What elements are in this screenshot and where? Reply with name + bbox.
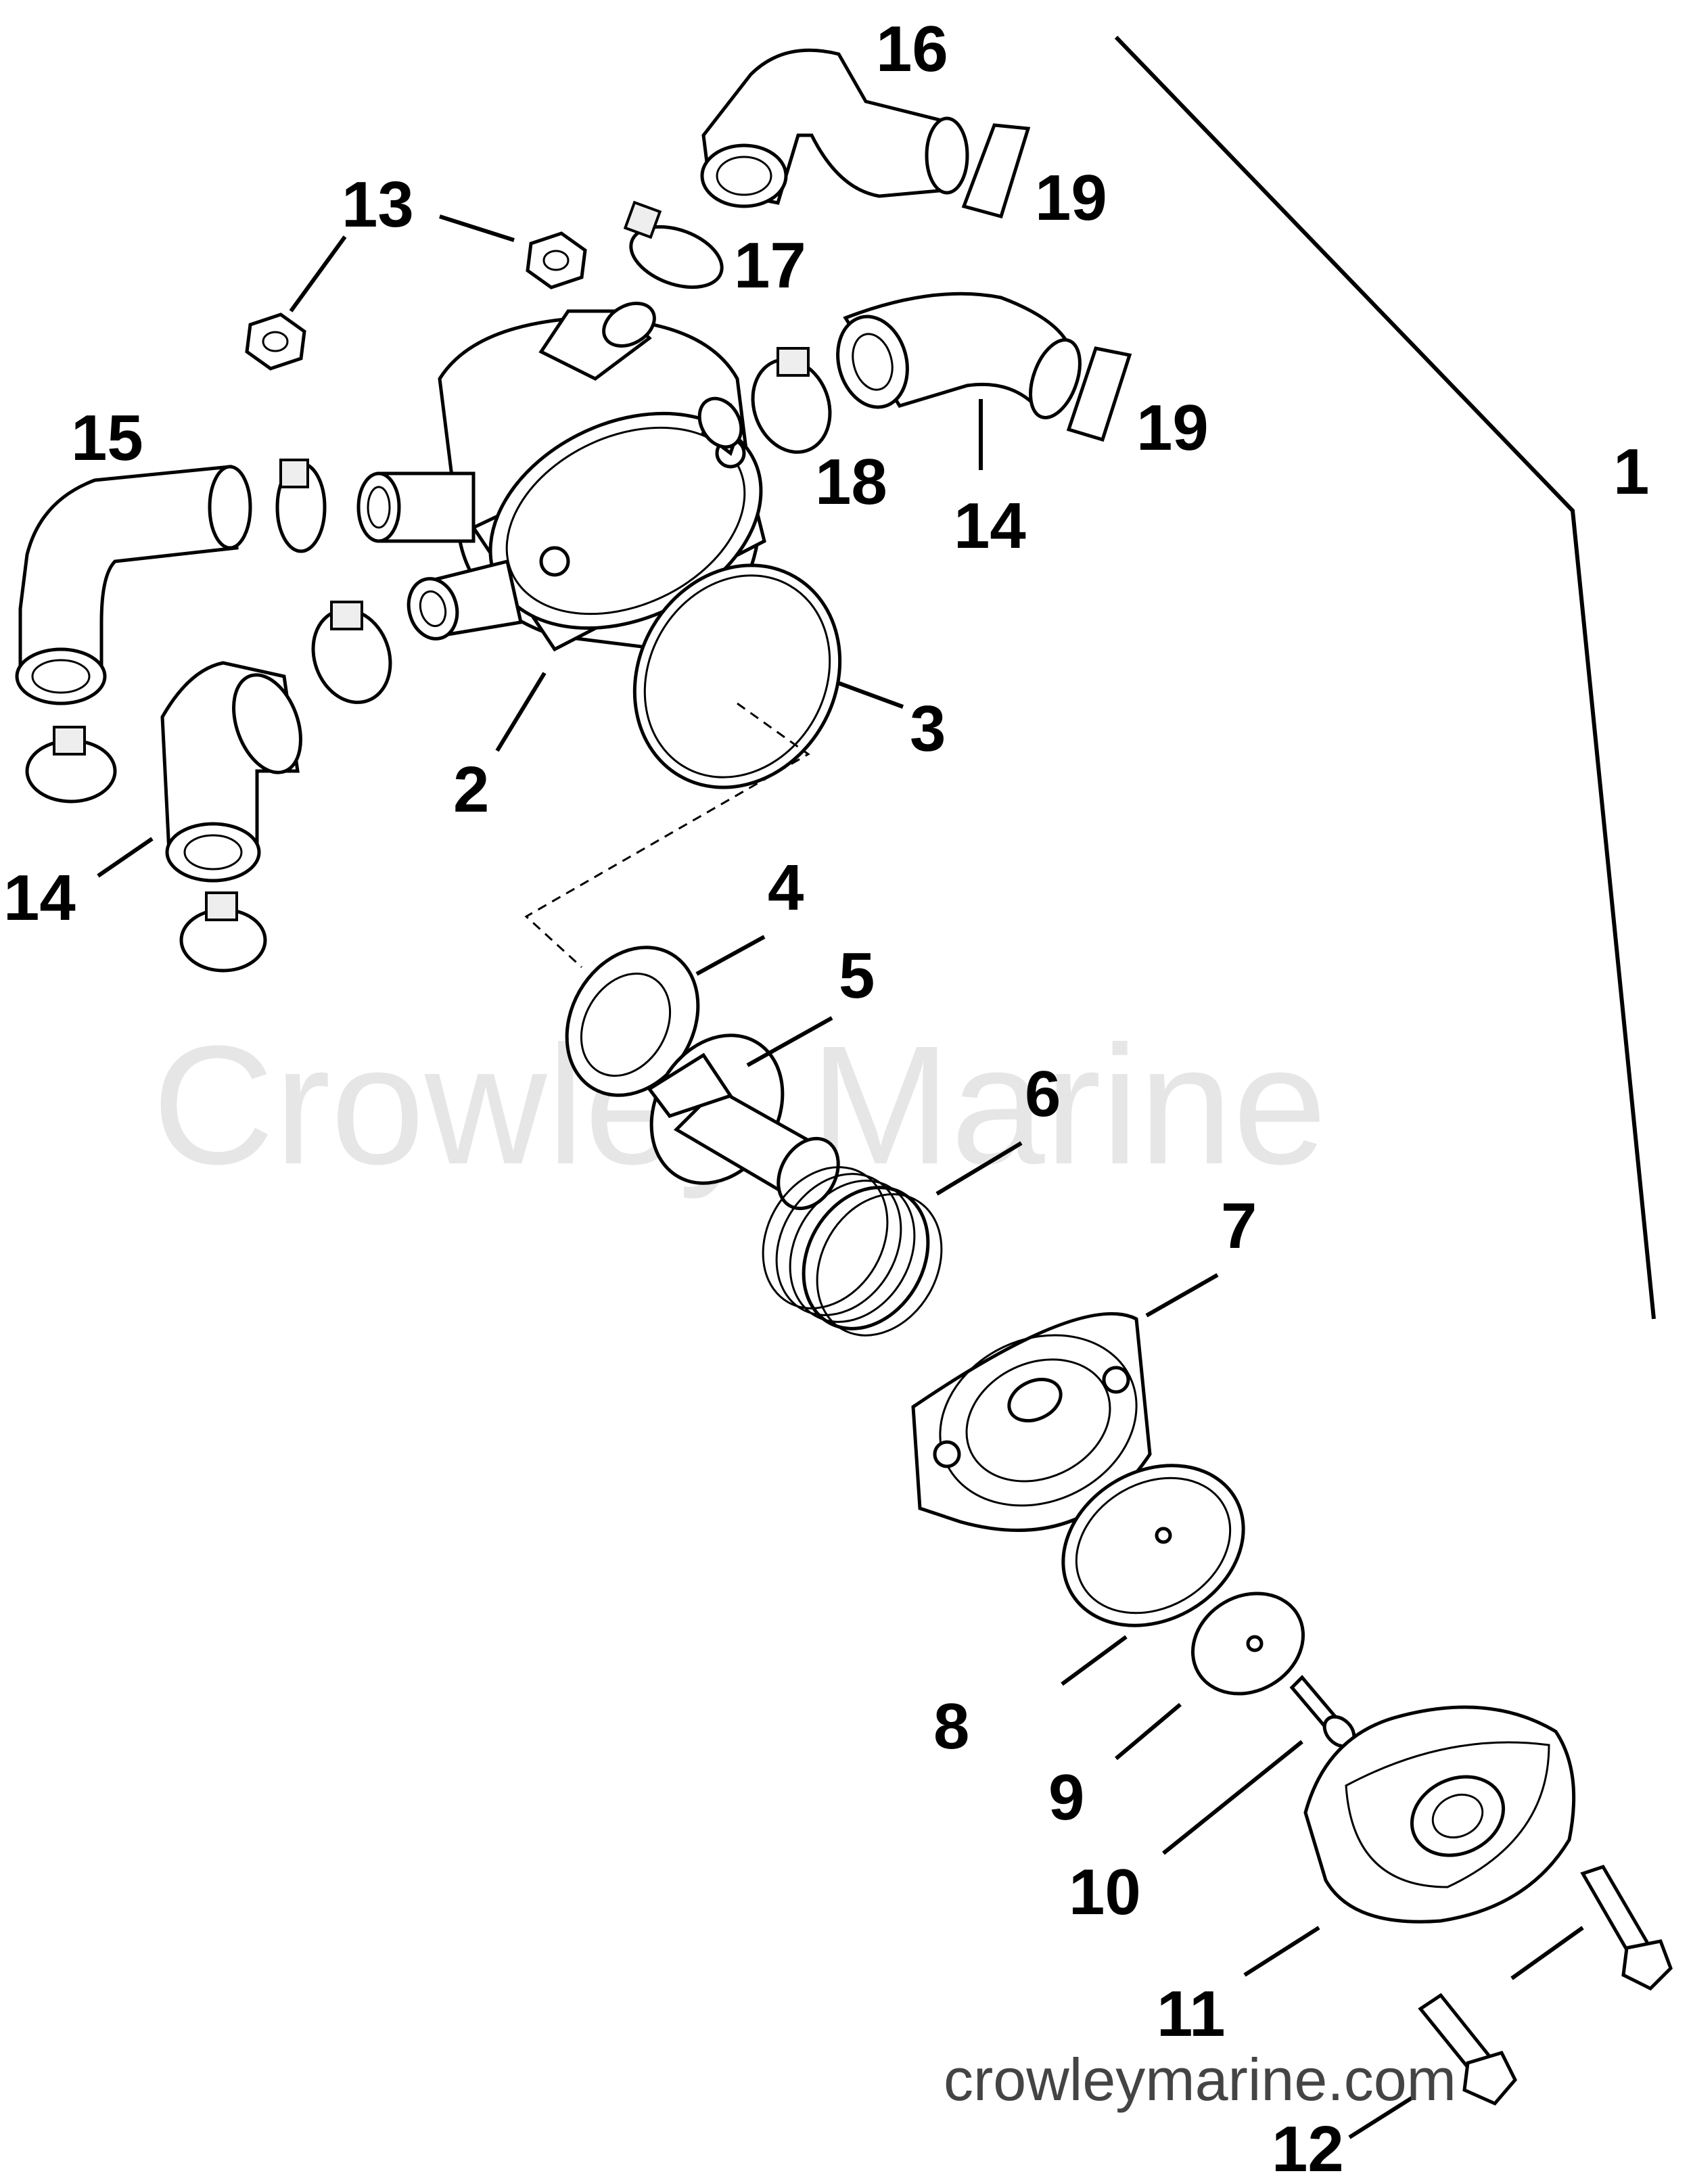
thermostat-spring [762, 1166, 943, 1337]
washer-plate [1190, 1591, 1305, 1696]
callout-16: 16 [876, 13, 948, 85]
elbow-hose-right [836, 292, 1082, 419]
callout-9: 9 [1048, 1761, 1084, 1834]
leader-lines [97, 214, 1584, 2139]
elbow-hose-16 [700, 48, 969, 208]
callout-13: 13 [342, 168, 414, 241]
callout-11: 11 [1157, 1978, 1225, 2050]
callout-15: 15 [71, 402, 143, 474]
thermostat [647, 1033, 840, 1211]
callout-18: 18 [815, 446, 887, 518]
callout-12: 12 [1272, 2113, 1344, 2184]
callout-1: 1 [1613, 436, 1649, 508]
callout-19-top: 19 [1035, 162, 1107, 234]
callout-14-left: 14 [3, 862, 76, 934]
hose-clamps [25, 200, 832, 973]
callout-5: 5 [839, 939, 875, 1012]
callout-19-bottom: 19 [1136, 392, 1209, 464]
callout-2: 2 [453, 753, 489, 826]
callout-4: 4 [768, 852, 804, 924]
elbow-hose-15 [15, 465, 252, 705]
callout-17: 17 [734, 229, 806, 302]
bolts [1418, 1864, 1673, 2106]
cover-plate [911, 1311, 1152, 1532]
alignment-guide [524, 702, 810, 969]
callout-10: 10 [1069, 1856, 1141, 1928]
callout-3: 3 [910, 693, 946, 765]
o-ring-seal [632, 563, 842, 789]
hex-nuts [245, 231, 587, 371]
callout-8: 8 [933, 1690, 969, 1763]
thermostat-housing [356, 302, 766, 652]
diaphragm [1061, 1464, 1245, 1627]
callout-14-right: 14 [954, 490, 1026, 562]
callout-7: 7 [1221, 1190, 1257, 1262]
footer-url: crowleymarine.com [944, 2046, 1456, 2113]
callout-numbers: 1 2 3 4 5 6 7 8 9 10 11 12 13 14 14 15 1… [3, 13, 1649, 2184]
housing-cover [1303, 1705, 1576, 1924]
callout-6: 6 [1025, 1058, 1061, 1130]
elbow-hose-left [160, 661, 302, 883]
retaining-clips [961, 123, 1132, 442]
assembly-bracket [1114, 35, 1656, 1320]
